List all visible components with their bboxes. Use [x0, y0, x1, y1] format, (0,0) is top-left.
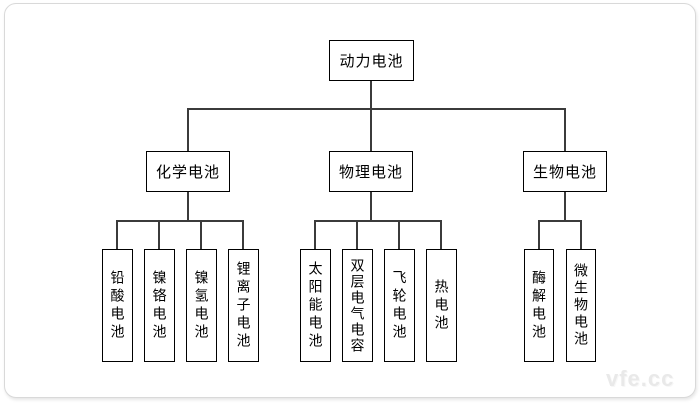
node-physical-battery-label: 物理电池	[338, 164, 403, 181]
leaf-thermal-battery-label: 热电池	[433, 278, 450, 333]
connector-drop-solar	[314, 220, 316, 249]
connector-biological-rail	[538, 220, 582, 222]
leaf-nickel-chromium-battery: 镍铬电池	[144, 249, 175, 362]
connector-drop-microbial	[580, 220, 582, 249]
connector-drop-thermal	[440, 220, 442, 249]
connector-physical-parent-drop	[370, 192, 372, 222]
node-biological-battery-label: 生物电池	[532, 164, 597, 181]
leaf-flywheel-battery-label: 飞轮电池	[391, 269, 408, 342]
leaf-nickel-hydrogen-battery-label: 镍氢电池	[193, 269, 210, 342]
connector-level1-rail	[187, 108, 566, 110]
leaf-double-layer-capacitor-label: 双层电气电容	[349, 257, 366, 354]
connector-drop-flywheel	[398, 220, 400, 249]
connector-chemical-rail	[116, 220, 244, 222]
leaf-solar-battery: 太阳能电池	[300, 249, 331, 362]
leaf-lithium-ion-battery: 锂离子电池	[228, 249, 259, 362]
node-chemical-battery: 化学电池	[146, 151, 230, 192]
connector-drop-nickel-hydrogen	[200, 220, 202, 249]
leaf-microbial-battery-label: 微生物电池	[573, 263, 589, 348]
connector-biological-parent-drop	[564, 192, 566, 222]
node-power-battery-label: 动力电池	[339, 53, 404, 70]
connector-physical-rail	[314, 220, 442, 222]
leaf-microbial-battery: 微生物电池	[566, 249, 596, 362]
node-physical-battery: 物理电池	[329, 151, 413, 192]
node-biological-battery: 生物电池	[523, 151, 607, 192]
watermark-text: vfe.cc	[606, 366, 675, 391]
node-chemical-battery-label: 化学电池	[155, 164, 220, 181]
leaf-double-layer-capacitor: 双层电气电容	[342, 249, 373, 362]
leaf-lead-acid-battery-label: 铅酸电池	[109, 269, 126, 342]
connector-chemical-parent-drop	[187, 192, 189, 222]
connector-drop-chemical	[187, 108, 189, 151]
leaf-nickel-hydrogen-battery: 镍氢电池	[186, 249, 217, 362]
leaf-solar-battery-label: 太阳能电池	[307, 260, 324, 351]
connector-drop-nickel-chromium	[158, 220, 160, 249]
connector-root-drop	[370, 81, 372, 151]
leaf-lithium-ion-battery-label: 锂离子电池	[235, 260, 252, 351]
connector-drop-enzymatic	[538, 220, 540, 249]
connector-drop-lithium-ion	[242, 220, 244, 249]
leaf-flywheel-battery: 飞轮电池	[384, 249, 415, 362]
leaf-nickel-chromium-battery-label: 镍铬电池	[151, 269, 168, 342]
leaf-thermal-battery: 热电池	[426, 249, 457, 362]
connector-drop-double-layer-capacitor	[356, 220, 358, 249]
node-power-battery: 动力电池	[329, 40, 414, 81]
connector-drop-biological	[564, 108, 566, 151]
leaf-enzymatic-battery-label: 酶解电池	[531, 269, 547, 342]
leaf-enzymatic-battery: 酶解电池	[524, 249, 554, 362]
leaf-lead-acid-battery: 铅酸电池	[102, 249, 133, 362]
connector-drop-lead-acid	[116, 220, 118, 249]
